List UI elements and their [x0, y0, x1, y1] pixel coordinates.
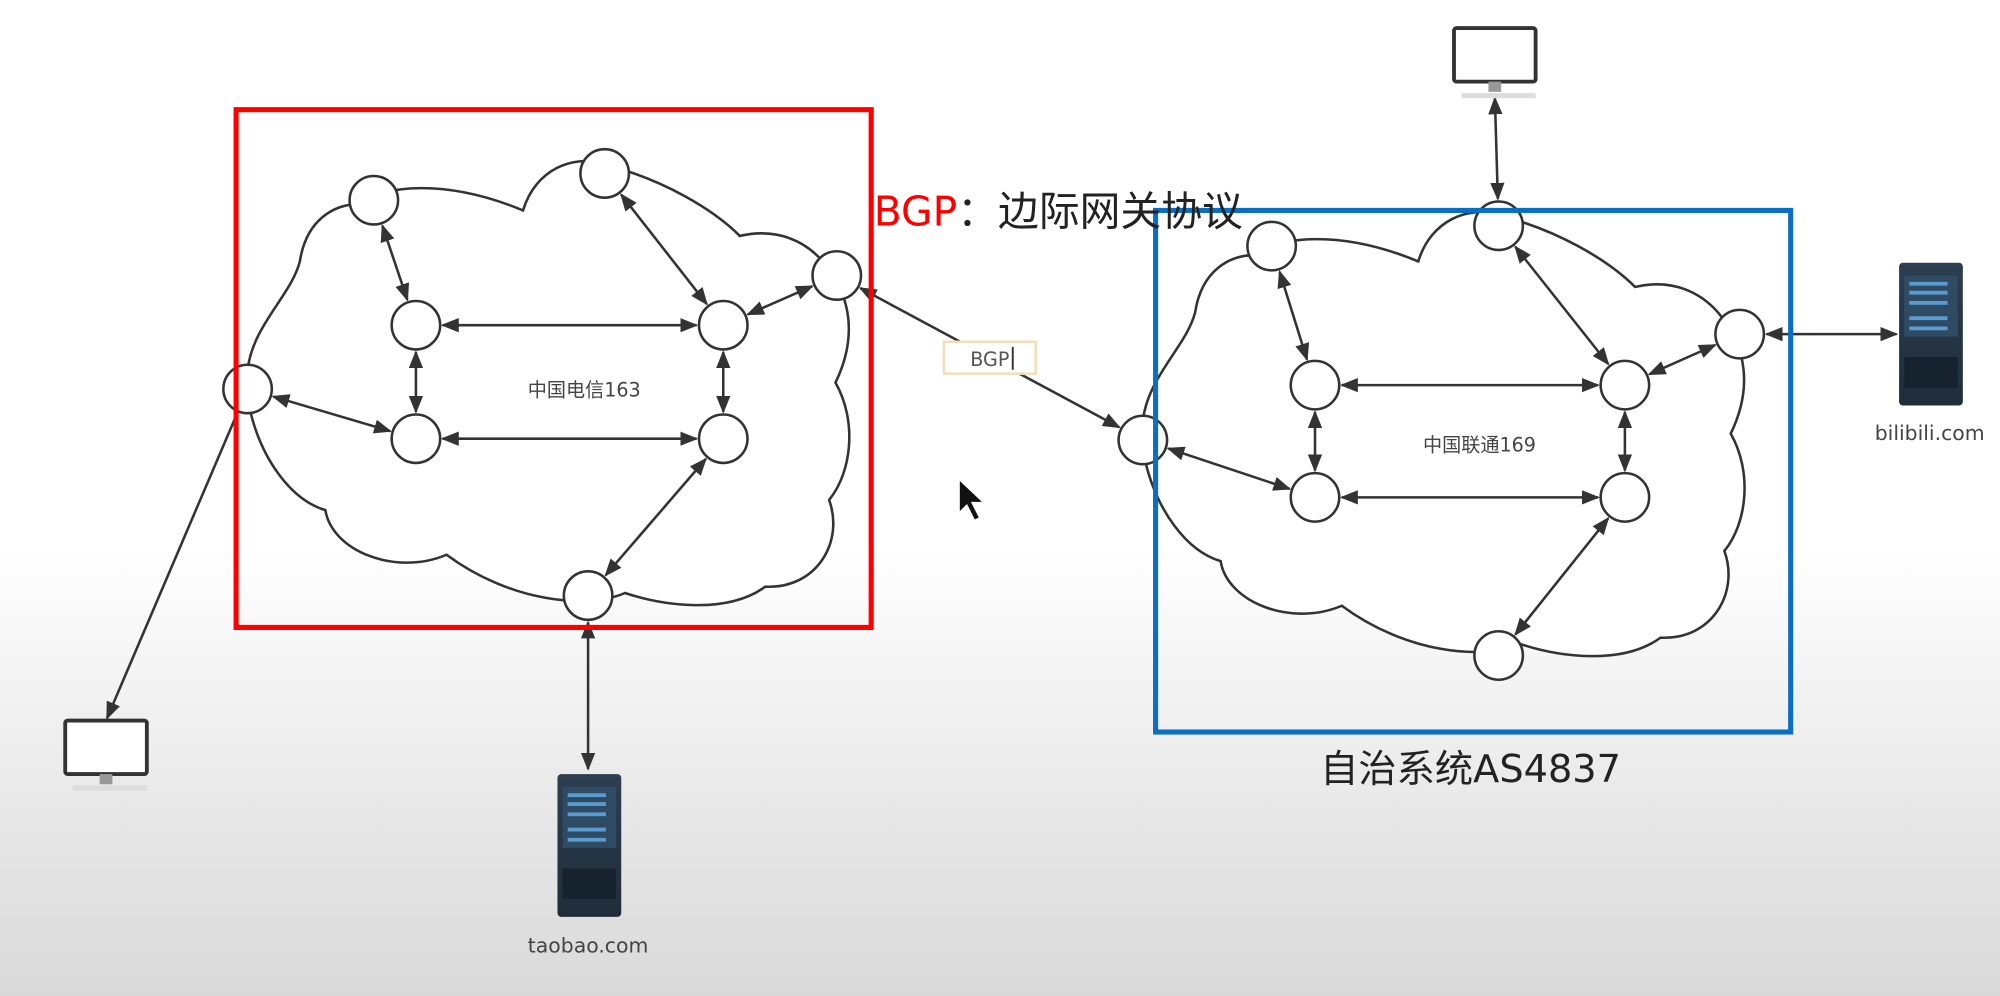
computer-icon	[63, 718, 149, 791]
autonomous-system-box-left	[233, 107, 874, 630]
right-network-label: 中国联通169	[1423, 433, 1536, 456]
bgp-link-label-box[interactable]	[942, 340, 1037, 375]
link-arrow	[1514, 516, 1610, 636]
router-node-left	[348, 174, 400, 226]
router-node-right	[1117, 414, 1169, 466]
router-node-left	[579, 147, 631, 199]
router-node-left	[390, 413, 442, 465]
router-node-right	[1246, 220, 1298, 272]
router-node-left	[562, 570, 614, 622]
router-node-right	[1289, 471, 1341, 523]
router-node-left	[222, 363, 274, 415]
link-arrow	[271, 394, 392, 434]
link-arrow	[380, 223, 410, 302]
router-node-left	[697, 413, 749, 465]
router-node-right	[1473, 200, 1525, 252]
server-icon	[557, 774, 622, 917]
link-arrow	[620, 193, 708, 306]
link-arrow	[1647, 343, 1717, 376]
router-node-left	[811, 249, 863, 301]
router-node-left	[390, 299, 442, 351]
as-caption: 自治系统AS4837	[1320, 747, 1621, 792]
router-node-right	[1599, 471, 1651, 523]
title-prefix: BGP	[874, 188, 958, 236]
computer-icon	[1452, 26, 1538, 99]
link-arrow	[1514, 245, 1610, 366]
server-label-bilibili: bilibili.com	[1875, 421, 1985, 445]
link-arrow	[604, 457, 707, 577]
link-arrow	[105, 413, 239, 720]
autonomous-system-box-right	[1153, 207, 1794, 735]
server-icon	[1899, 262, 1963, 406]
link-arrow	[1488, 96, 1505, 201]
server-label-taobao: taobao.com	[528, 934, 649, 958]
router-node-left	[697, 299, 749, 351]
mouse-cursor-icon	[958, 478, 986, 522]
router-node-right	[1473, 629, 1525, 682]
left-network-label: 中国电信163	[528, 379, 641, 402]
bgp-link-label[interactable]: BGP	[970, 348, 1009, 371]
title-separator: ：	[957, 188, 998, 236]
router-node-right	[1289, 359, 1341, 411]
link-arrow	[1166, 446, 1292, 491]
link-arrow	[1277, 269, 1310, 362]
title-text: 边际网关协议	[998, 188, 1243, 236]
link-arrow	[746, 285, 814, 316]
router-node-right	[1714, 308, 1766, 360]
router-node-right	[1599, 359, 1651, 411]
title: BGP：边际网关协议	[874, 188, 1243, 236]
